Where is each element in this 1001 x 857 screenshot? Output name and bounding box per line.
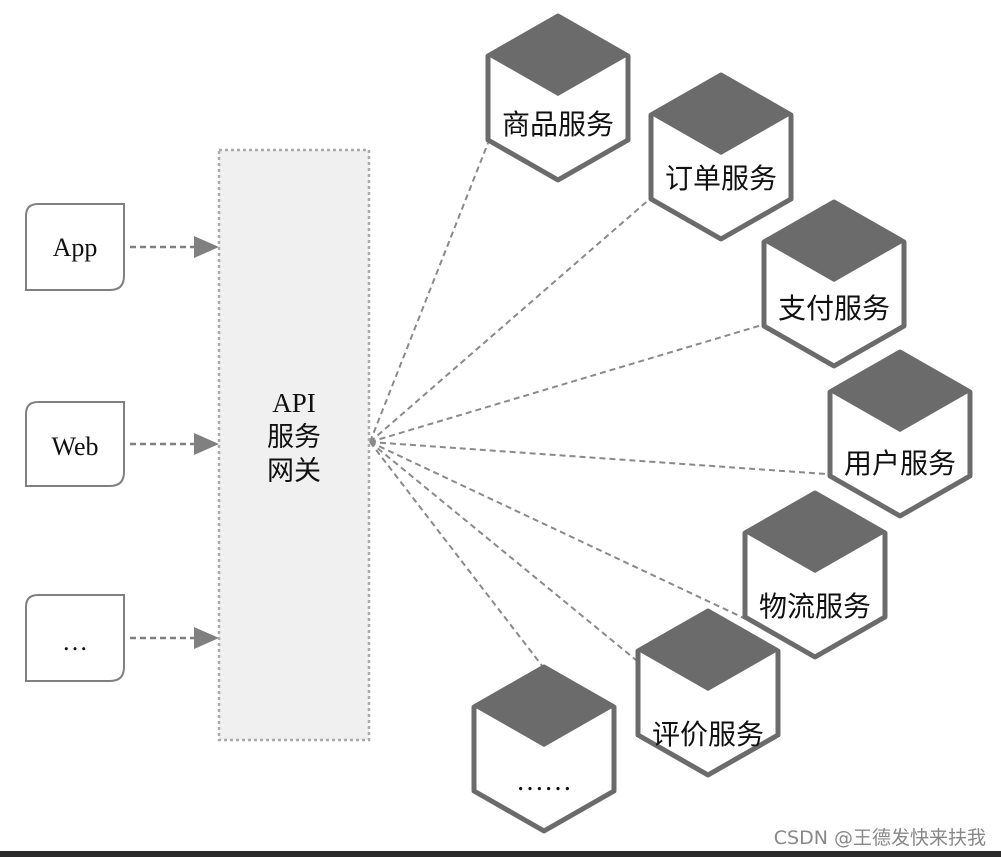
service-product-top — [488, 16, 628, 96]
client-app-label: App — [53, 233, 98, 262]
connector-line-review — [369, 441, 637, 661]
service-more-top — [474, 667, 614, 747]
gateway-service-connectors — [369, 142, 827, 668]
arrow-head-other — [194, 627, 219, 649]
gateway-label-line-1: API — [272, 388, 316, 418]
connector-line-more — [369, 441, 544, 668]
connector-line-payment — [369, 324, 763, 443]
client-gateway-arrows — [130, 236, 219, 649]
client-other: … — [25, 594, 125, 682]
service-user-top — [830, 352, 970, 432]
service-more: …… — [471, 664, 617, 834]
watermark: CSDN @王德发快来扶我 — [774, 827, 986, 849]
service-payment: 支付服务 — [761, 199, 907, 369]
connector-line-product — [369, 142, 489, 443]
client-web: Web — [25, 401, 125, 487]
client-app: App — [25, 203, 125, 291]
service-review: 评价服务 — [635, 608, 781, 778]
gateway-label-line-3: 网关 — [267, 456, 321, 486]
connector-line-logistics — [369, 441, 749, 621]
connector-line-order — [369, 196, 653, 443]
service-product: 商品服务 — [485, 13, 631, 183]
service-payment-label: 支付服务 — [778, 293, 890, 325]
service-order-label: 订单服务 — [665, 163, 777, 195]
gateway-label-line-2: 服务 — [267, 422, 321, 452]
service-payment-top — [764, 202, 904, 282]
service-logistics: 物流服务 — [742, 490, 888, 660]
service-product-label: 商品服务 — [502, 109, 614, 141]
client-web-label: Web — [52, 432, 99, 461]
service-more-label: …… — [516, 766, 572, 797]
connector-line-user — [369, 441, 827, 475]
api-gateway-box — [217, 148, 371, 742]
client-other-label: … — [62, 627, 88, 656]
service-order-top — [651, 75, 791, 155]
service-order: 订单服务 — [648, 72, 794, 242]
service-user-label: 用户服务 — [844, 448, 956, 480]
arrow-head-web — [194, 433, 219, 455]
service-logistics-top — [745, 493, 885, 573]
arrow-head-app — [194, 236, 219, 258]
service-review-top — [638, 611, 778, 691]
bottom-border — [0, 851, 1001, 857]
service-logistics-label: 物流服务 — [759, 591, 871, 623]
service-user: 用户服务 — [827, 349, 973, 519]
service-review-label: 评价服务 — [652, 719, 764, 751]
